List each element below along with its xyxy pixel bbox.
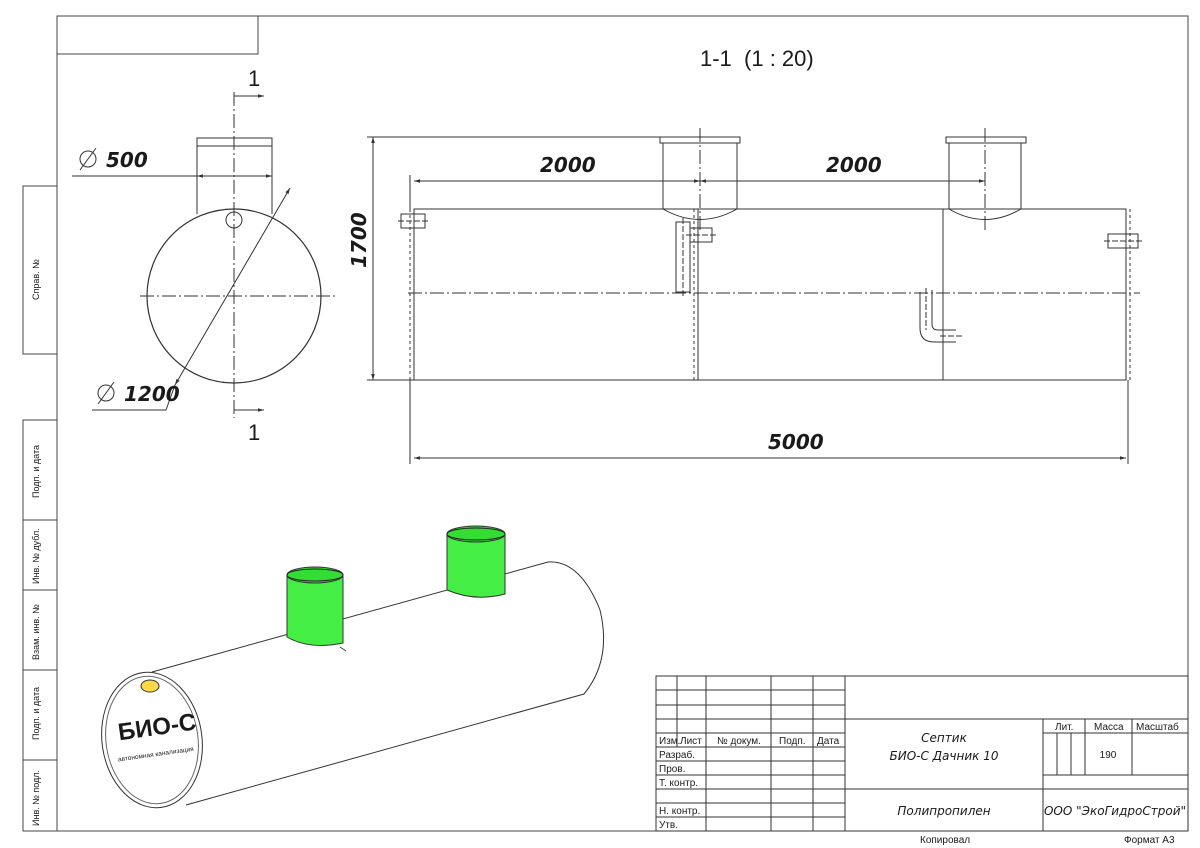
section-mark-bottom: 1 [248,420,260,445]
tb-format: Формат А3 [1124,835,1175,846]
dim-body-diameter: 1200 [124,382,180,406]
tb-organization: ООО "ЭкоГидроСтрой" [1044,804,1186,818]
tank-3d-view [101,525,605,809]
tb-mass-value: 190 [1100,750,1117,761]
tb-header-izm: Изм. [659,736,680,747]
tb-copied: Копировал [920,835,970,846]
tb-material: Полипропилен [897,804,990,818]
strip-label-inv-podl: Инв. № подл. [31,770,41,826]
tb-row-razrab: Разраб. [659,749,695,761]
longitudinal-view [367,128,1142,464]
tb-header-doc: № докум. [717,736,761,747]
tb-row-tkontr: Т. контр. [659,778,698,789]
tb-scale-label: Масштаб [1136,721,1179,733]
cross-section-view [72,92,335,418]
tb-header-data: Дата [817,736,840,747]
strip-label-sprav: Справ. № [31,259,41,300]
tb-header-podp: Подп. [779,736,806,747]
tb-header-list: Лист [680,736,702,747]
tb-product-name-2: БИО-С Дачник 10 [890,749,999,763]
dim-neck-diameter: 500 [106,148,148,172]
dim-spacing-1: 2000 [540,153,596,177]
side-strip [22,185,58,832]
tb-mass-label: Масса [1094,722,1124,733]
dim-spacing-2: 2000 [826,153,882,177]
section-mark-top: 1 [248,66,260,91]
tb-lit-label: Лит. [1055,722,1073,733]
tb-row-utv: Утв. [659,820,678,831]
strip-label-podp-2: Подп. и дата [31,687,41,740]
strip-label-vzam: Взам. инв. № [31,604,41,660]
tb-row-prov: Пров. [659,764,685,775]
corner-stamp-box [56,16,259,55]
strip-label-inv-dubl: Инв. № дубл. [31,528,41,584]
strip-label-podp-1: Подп. и дата [31,445,41,498]
tb-row-nkontr: Н. контр. [659,806,700,817]
dim-length: 5000 [768,430,824,454]
tb-product-name-1: Септик [921,731,967,745]
title-block [655,675,1189,832]
dim-height: 1700 [347,212,371,268]
section-title: 1-1 (1 : 20) [700,46,814,71]
